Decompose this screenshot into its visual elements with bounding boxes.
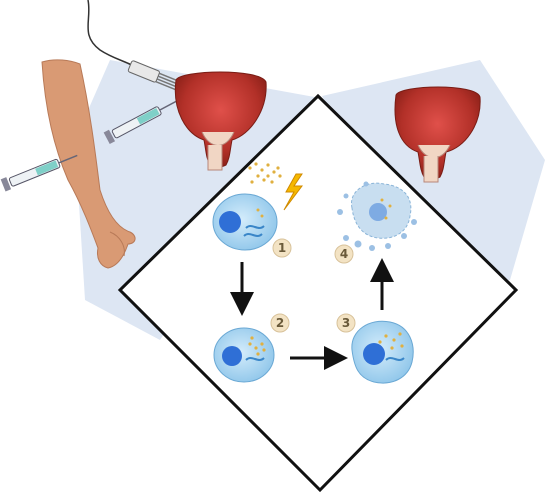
step-badge-1: 1 bbox=[272, 238, 292, 258]
lightning-bolt-icon bbox=[283, 173, 303, 211]
prostate-illustration-left bbox=[174, 71, 267, 171]
background-panel-left bbox=[75, 60, 320, 340]
step-label-1: 1 bbox=[278, 241, 286, 255]
step-label-4: 4 bbox=[340, 247, 348, 261]
cell-stage-1 bbox=[212, 193, 278, 251]
syringe-arm-icon bbox=[0, 154, 78, 192]
cell-stage-4 bbox=[337, 181, 417, 251]
step-badge-4: 4 bbox=[334, 244, 354, 264]
step-label-2: 2 bbox=[276, 316, 284, 330]
step-badge-3: 3 bbox=[336, 313, 356, 333]
cell-stage-2 bbox=[213, 327, 275, 383]
step-label-3: 3 bbox=[342, 316, 350, 330]
diamond-frame bbox=[117, 93, 519, 493]
step-badge-2: 2 bbox=[270, 313, 290, 333]
syringe-prostate-icon bbox=[103, 98, 181, 145]
arm-illustration bbox=[41, 59, 136, 269]
prostate-illustration-right bbox=[394, 86, 481, 183]
nanoparticle-cloud bbox=[248, 162, 282, 184]
cell-stage-3 bbox=[351, 320, 414, 384]
